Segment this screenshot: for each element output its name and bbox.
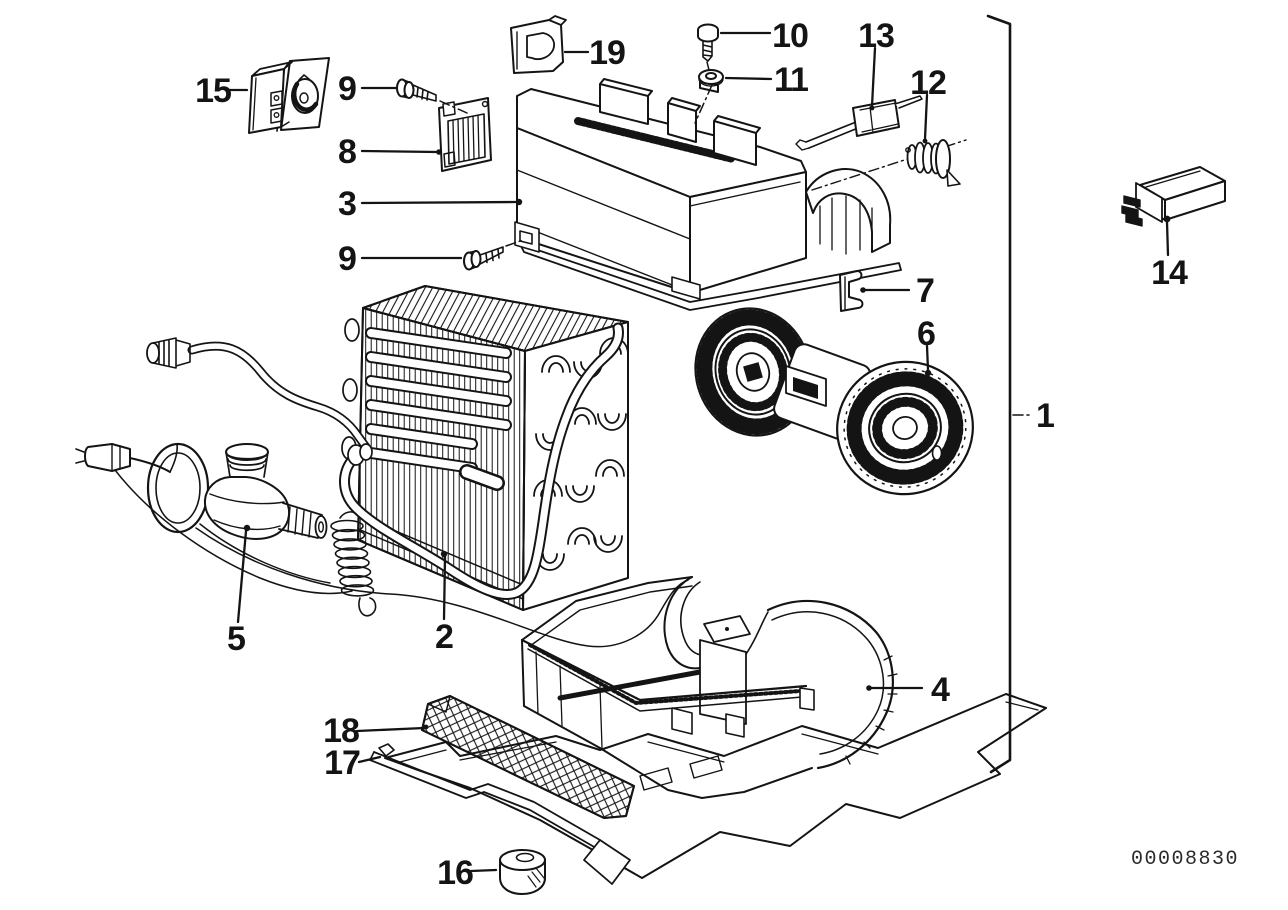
callout-1[interactable]: 1 <box>1036 397 1055 435</box>
callout-2[interactable]: 2 <box>435 618 454 656</box>
callout-13[interactable]: 13 <box>858 17 895 55</box>
clamp-clip-drawing <box>839 270 864 312</box>
callout-3[interactable]: 3 <box>338 185 357 223</box>
alignment-dash-lines <box>439 61 1032 416</box>
resistor-board-drawing <box>438 97 492 172</box>
upper-housing-drawing <box>514 78 902 311</box>
callout-5[interactable]: 5 <box>227 620 246 658</box>
screw-icon <box>396 78 437 102</box>
callout-9a[interactable]: 9 <box>338 70 357 108</box>
callout-8[interactable]: 8 <box>338 133 357 171</box>
screw-top-drawing <box>697 23 719 62</box>
callout-12[interactable]: 12 <box>910 64 947 102</box>
refrigerant-pipes-drawing <box>146 322 624 600</box>
document-number: 00008830 <box>1131 848 1239 871</box>
evaporator-drawing <box>341 285 629 611</box>
assembly-bracket-line <box>986 14 1012 774</box>
leader-lines <box>227 31 1171 873</box>
temperature-sensor-drawing <box>795 95 923 151</box>
screw-icon <box>463 246 504 271</box>
retaining-clip-drawing <box>510 15 567 74</box>
filter-pad-drawing <box>421 695 635 819</box>
callout-18[interactable]: 18 <box>323 712 360 750</box>
callout-4[interactable]: 4 <box>931 671 951 709</box>
lower-housing-drawing <box>520 576 898 799</box>
sealing-strip-drawing <box>369 743 631 885</box>
rubber-buffer-drawing <box>499 849 546 895</box>
callout-17[interactable]: 17 <box>324 744 361 782</box>
expansion-valve-drawing <box>75 442 689 648</box>
callout-19[interactable]: 19 <box>589 34 626 72</box>
callout-7[interactable]: 7 <box>916 272 935 310</box>
callout-10[interactable]: 10 <box>772 17 809 55</box>
callout-11[interactable]: 11 <box>774 61 809 99</box>
callout-15[interactable]: 15 <box>195 72 232 110</box>
callout-14[interactable]: 14 <box>1151 254 1189 292</box>
callout-9b[interactable]: 9 <box>338 240 357 278</box>
callout-16[interactable]: 16 <box>437 854 474 892</box>
thermo-switch-drawing <box>248 57 330 134</box>
grommet-drawing <box>811 139 967 191</box>
washer-drawing <box>698 69 724 87</box>
relay-drawing <box>1121 166 1226 227</box>
blower-motor-drawing <box>694 307 974 496</box>
callout-6[interactable]: 6 <box>917 315 936 353</box>
